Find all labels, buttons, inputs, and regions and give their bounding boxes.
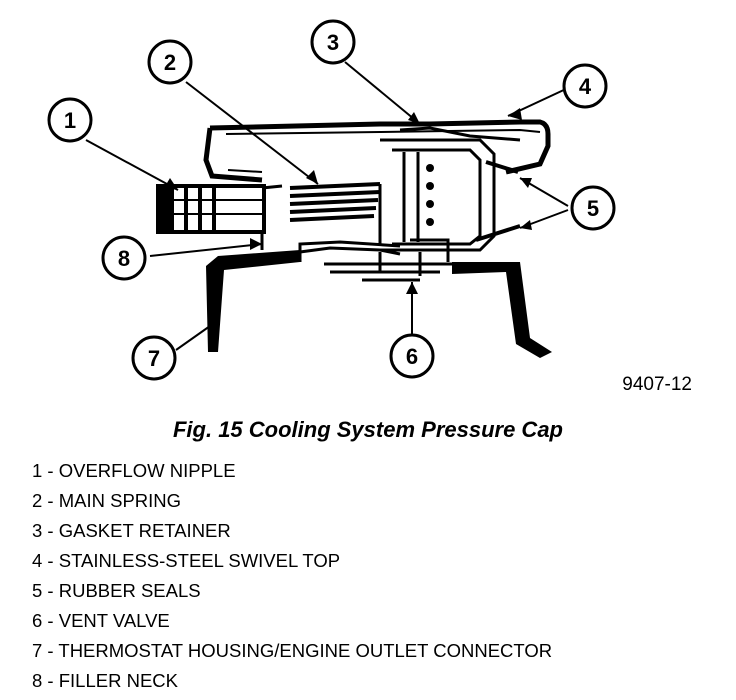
main-spring <box>289 182 382 244</box>
callout-3: 3 <box>310 19 356 65</box>
callout-8: 8 <box>101 235 147 281</box>
callout-7: 7 <box>131 335 177 381</box>
legend-item-vent-valve: 6 - VENT VALVE <box>32 610 170 631</box>
swivel-top <box>203 119 551 183</box>
callout-2-label: 2 <box>164 50 176 75</box>
legend-item-overflow-nipple: 1 - OVERFLOW NIPPLE <box>32 460 236 481</box>
leader-arrowheads <box>164 108 532 294</box>
legend-item-rubber-seals: 5 - RUBBER SEALS <box>32 580 201 601</box>
callout-6: 6 <box>389 333 435 379</box>
callout-8-label: 8 <box>118 246 130 271</box>
callout-4: 4 <box>562 63 608 109</box>
callout-1-label: 1 <box>64 108 76 133</box>
pressure-cap-diagram: 1 2 3 4 5 6 7 8 9407-12 <box>47 19 692 395</box>
vent-valve <box>324 252 460 282</box>
gasket-retainer <box>380 126 521 252</box>
overflow-nipple <box>156 184 266 234</box>
callout-4-label: 4 <box>579 74 592 99</box>
callout-5-label: 5 <box>587 196 599 221</box>
legend-item-main-spring: 2 - MAIN SPRING <box>32 490 182 511</box>
rubber-seals <box>475 160 521 242</box>
legend-item-filler-neck: 8 - FILLER NECK <box>32 670 178 691</box>
callout-5: 5 <box>570 185 616 231</box>
legend-item-swivel-top: 4 - STAINLESS-STEEL SWIVEL TOP <box>32 550 341 571</box>
legend-item-thermostat-housing: 7 - THERMOSTAT HOUSING/ENGINE OUTLET CON… <box>32 640 553 661</box>
figure-caption: Fig. 15 Cooling System Pressure Cap <box>172 417 563 442</box>
callout-7-label: 7 <box>148 346 160 371</box>
callout-2: 2 <box>147 39 193 85</box>
legend-list: 1 - OVERFLOW NIPPLE 2 - MAIN SPRING 3 - … <box>32 456 552 696</box>
legend-item-gasket-retainer: 3 - GASKET RETAINER <box>32 520 231 541</box>
callout-6-label: 6 <box>406 344 418 369</box>
thermostat-housing <box>206 250 552 358</box>
callout-3-label: 3 <box>327 30 339 55</box>
figure-code: 9407-12 <box>622 374 692 395</box>
callout-1: 1 <box>47 97 93 143</box>
gasket-retainer-coils <box>426 164 434 226</box>
